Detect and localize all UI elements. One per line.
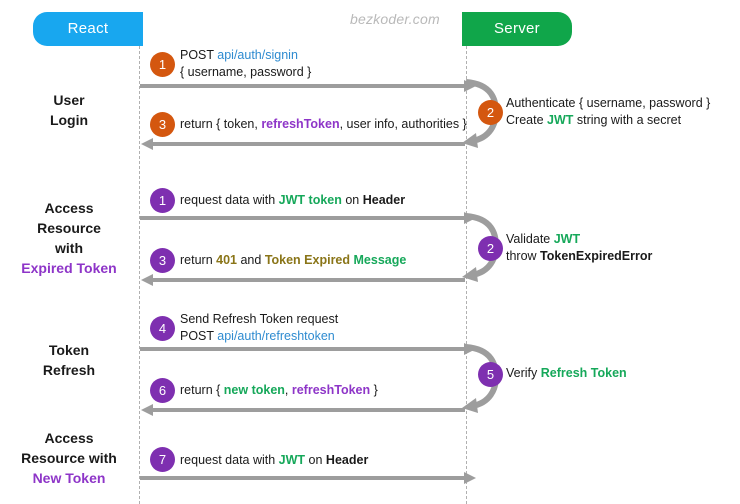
- message-run: JWT: [547, 113, 574, 127]
- message-run: Send Refresh Token request: [180, 312, 339, 326]
- message-run: return: [180, 253, 217, 267]
- step-badge-9[interactable]: 6: [150, 378, 175, 403]
- step-message-7-request-new-token: request data with JWT on Header: [180, 452, 368, 469]
- message-run: return { token,: [180, 117, 262, 131]
- message-run: }: [370, 383, 378, 397]
- actor-client-react: React: [33, 12, 143, 46]
- step-badge-2[interactable]: 2: [478, 100, 503, 125]
- message-run: Header: [362, 193, 406, 207]
- message-line: Create JWT string with a secret: [506, 112, 710, 129]
- arrow-server-to-client-3: [141, 404, 465, 416]
- arrow-client-to-server-2: [140, 212, 476, 224]
- message-line: return { token, refreshToken, user info,…: [180, 116, 467, 133]
- step-message-1-signin: POST api/auth/signin{ username, password…: [180, 47, 311, 81]
- section-line: User: [53, 92, 85, 108]
- message-run: Create: [506, 113, 547, 127]
- section-line-accent: New Token: [32, 470, 106, 486]
- step-message-6-return-new-token: return { new token, refreshToken }: [180, 382, 378, 399]
- message-line: Send Refresh Token request: [180, 311, 338, 328]
- step-badge-8[interactable]: 5: [478, 362, 503, 387]
- step-badge-7[interactable]: 4: [150, 316, 175, 341]
- message-run: request data with: [180, 193, 279, 207]
- message-line: { username, password }: [180, 64, 311, 81]
- step-message-3-return-401: return 401 and Token Expired Message: [180, 252, 406, 269]
- message-run: Verify: [506, 366, 541, 380]
- message-run: return {: [180, 383, 224, 397]
- step-badge-10[interactable]: 7: [150, 447, 175, 472]
- arrow-server-to-client-1: [141, 138, 465, 150]
- arrow-client-to-server-1: [140, 80, 476, 92]
- message-run: request data with: [180, 453, 279, 467]
- message-run: Message: [353, 253, 407, 267]
- message-run: JWT: [278, 453, 306, 467]
- message-run: , user info, authorities }: [339, 117, 467, 131]
- message-run: refreshToken: [261, 117, 340, 131]
- step-message-2-authenticate: Authenticate { username, password } Creat…: [506, 95, 710, 129]
- message-run: on: [341, 193, 363, 207]
- section-line: Resource: [37, 220, 101, 236]
- message-run: on: [305, 453, 326, 467]
- section-line: with: [55, 240, 83, 256]
- step-message-1-request-data: request data with JWT token on Header: [180, 192, 405, 209]
- message-run: Token Expired: [264, 253, 351, 267]
- message-run: 401: [216, 253, 237, 267]
- message-run: POST: [180, 48, 218, 62]
- step-badge-6[interactable]: 3: [150, 248, 175, 273]
- message-run: api/auth/signin: [217, 48, 298, 62]
- message-run: throw: [506, 249, 541, 263]
- message-line: POST api/auth/refreshtoken: [180, 328, 338, 345]
- section-line: Resource with: [21, 450, 117, 466]
- step-badge-5[interactable]: 2: [478, 236, 503, 261]
- message-run: Refresh Token: [540, 366, 627, 380]
- message-run: and: [237, 253, 265, 267]
- step-badge-4[interactable]: 1: [150, 188, 175, 213]
- message-run: Authenticate { username, password }: [506, 96, 711, 110]
- message-run: ,: [284, 383, 292, 397]
- arrow-client-to-server-4: [140, 472, 476, 484]
- message-line: request data with JWT token on Header: [180, 192, 405, 209]
- step-message-5-verify-refresh-token: Verify Refresh Token: [506, 365, 627, 382]
- section-line: Access: [44, 200, 94, 216]
- message-line: return { new token, refreshToken }: [180, 382, 378, 399]
- message-line: Validate JWT: [506, 231, 652, 248]
- actor-server: Server: [462, 12, 572, 46]
- section-line: Token: [48, 342, 90, 358]
- arrow-server-to-client-2: [141, 274, 465, 286]
- message-line: throw TokenExpiredError: [506, 248, 652, 265]
- arrow-client-to-server-3: [140, 343, 476, 355]
- message-line: return 401 and Token Expired Message: [180, 252, 406, 269]
- step-message-3-return-tokens: return { token, refreshToken, user info,…: [180, 116, 467, 133]
- message-line: Verify Refresh Token: [506, 365, 627, 382]
- section-label-expired-token: Access Resource with Expired Token: [0, 198, 138, 278]
- actor-server-label: Server: [494, 20, 540, 37]
- actor-client-label: React: [67, 20, 109, 37]
- watermark: bezkoder.com: [350, 11, 440, 27]
- message-run: POST: [180, 329, 218, 343]
- message-run: JWT token: [278, 193, 342, 207]
- message-run: JWT: [553, 232, 581, 246]
- step-badge-3[interactable]: 3: [150, 112, 175, 137]
- message-run: api/auth/refreshtoken: [217, 329, 335, 343]
- message-run: Validate: [506, 232, 554, 246]
- message-run: new token: [223, 383, 285, 397]
- message-line: Authenticate { username, password }: [506, 95, 710, 112]
- message-run: refreshToken: [291, 383, 371, 397]
- message-line: POST api/auth/signin: [180, 47, 311, 64]
- section-label-new-token: Access Resource with New Token: [0, 428, 138, 488]
- message-run: TokenExpiredError: [540, 249, 653, 263]
- message-run: { username, password }: [180, 65, 312, 79]
- section-line: Access: [44, 430, 94, 446]
- section-label-token-refresh: Token Refresh: [0, 340, 138, 380]
- lifeline-client: [139, 46, 140, 504]
- section-line-accent: Expired Token: [21, 260, 117, 276]
- section-line: Login: [49, 112, 89, 128]
- message-run: string with a secret: [573, 113, 682, 127]
- message-line: request data with JWT on Header: [180, 452, 368, 469]
- message-run: Header: [325, 453, 369, 467]
- step-badge-1[interactable]: 1: [150, 52, 175, 77]
- section-line: Refresh: [42, 362, 96, 378]
- section-label-user-login: User Login: [0, 90, 138, 130]
